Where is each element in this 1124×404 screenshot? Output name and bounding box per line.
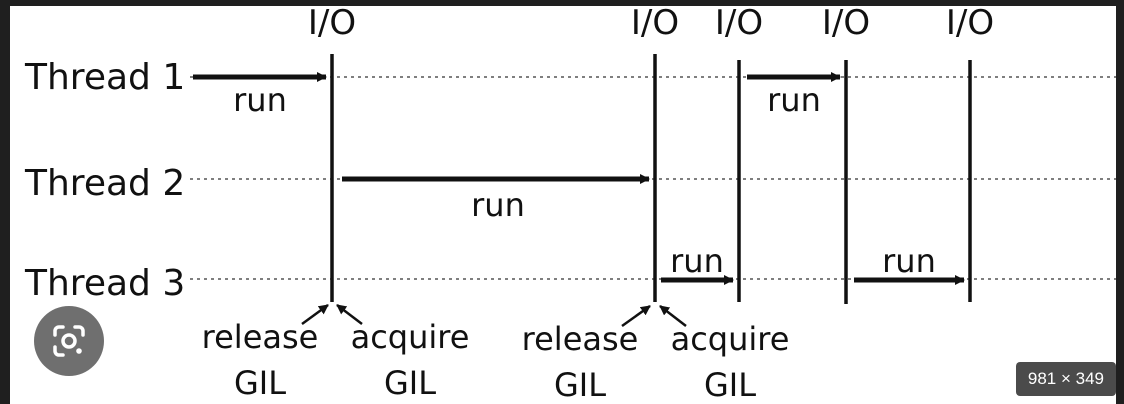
gil-annotation-3-line2: GIL: [554, 366, 606, 404]
acquire-gil-pointer-1: [336, 304, 363, 325]
io-label-2: I/O: [631, 6, 679, 43]
thread-1-label: Thread 1: [24, 57, 185, 98]
google-lens-icon: [53, 325, 85, 357]
run-label-thread-3-b: run: [882, 242, 936, 280]
image-dimensions-badge: 981 × 349: [1015, 362, 1116, 396]
thread-2-label: Thread 2: [24, 163, 185, 204]
io-label-5: I/O: [946, 6, 994, 43]
thread-3-label: Thread 3: [24, 263, 185, 304]
release-gil-pointer-2: [621, 304, 651, 328]
gil-annotation-1-line1: release: [202, 318, 319, 356]
gil-thread-diagram: Thread 1 Thread 2 Thread 3 I/O I/O I/O I…: [10, 6, 1116, 404]
diagram-background: [10, 6, 1116, 404]
run-label-thread-3-a: run: [670, 242, 724, 280]
acquire-gil-pointer-2: [659, 305, 687, 327]
io-label-1: I/O: [308, 6, 356, 43]
gil-annotation-4-line1: acquire: [671, 320, 790, 358]
run-label-thread-2: run: [471, 186, 525, 224]
gil-annotation-1-line2: GIL: [234, 364, 286, 402]
gil-annotation-3-line1: release: [522, 320, 639, 358]
run-label-thread-1-a: run: [233, 81, 287, 119]
gil-annotation-2-line2: GIL: [384, 364, 436, 402]
io-label-3: I/O: [715, 6, 763, 43]
io-label-4: I/O: [822, 6, 870, 43]
release-gil-pointer-1: [301, 303, 329, 326]
gil-annotation-2-line1: acquire: [351, 318, 470, 356]
run-label-thread-1-b: run: [767, 81, 821, 119]
gil-annotation-4-line2: GIL: [704, 366, 756, 404]
google-lens-button[interactable]: [34, 306, 104, 376]
